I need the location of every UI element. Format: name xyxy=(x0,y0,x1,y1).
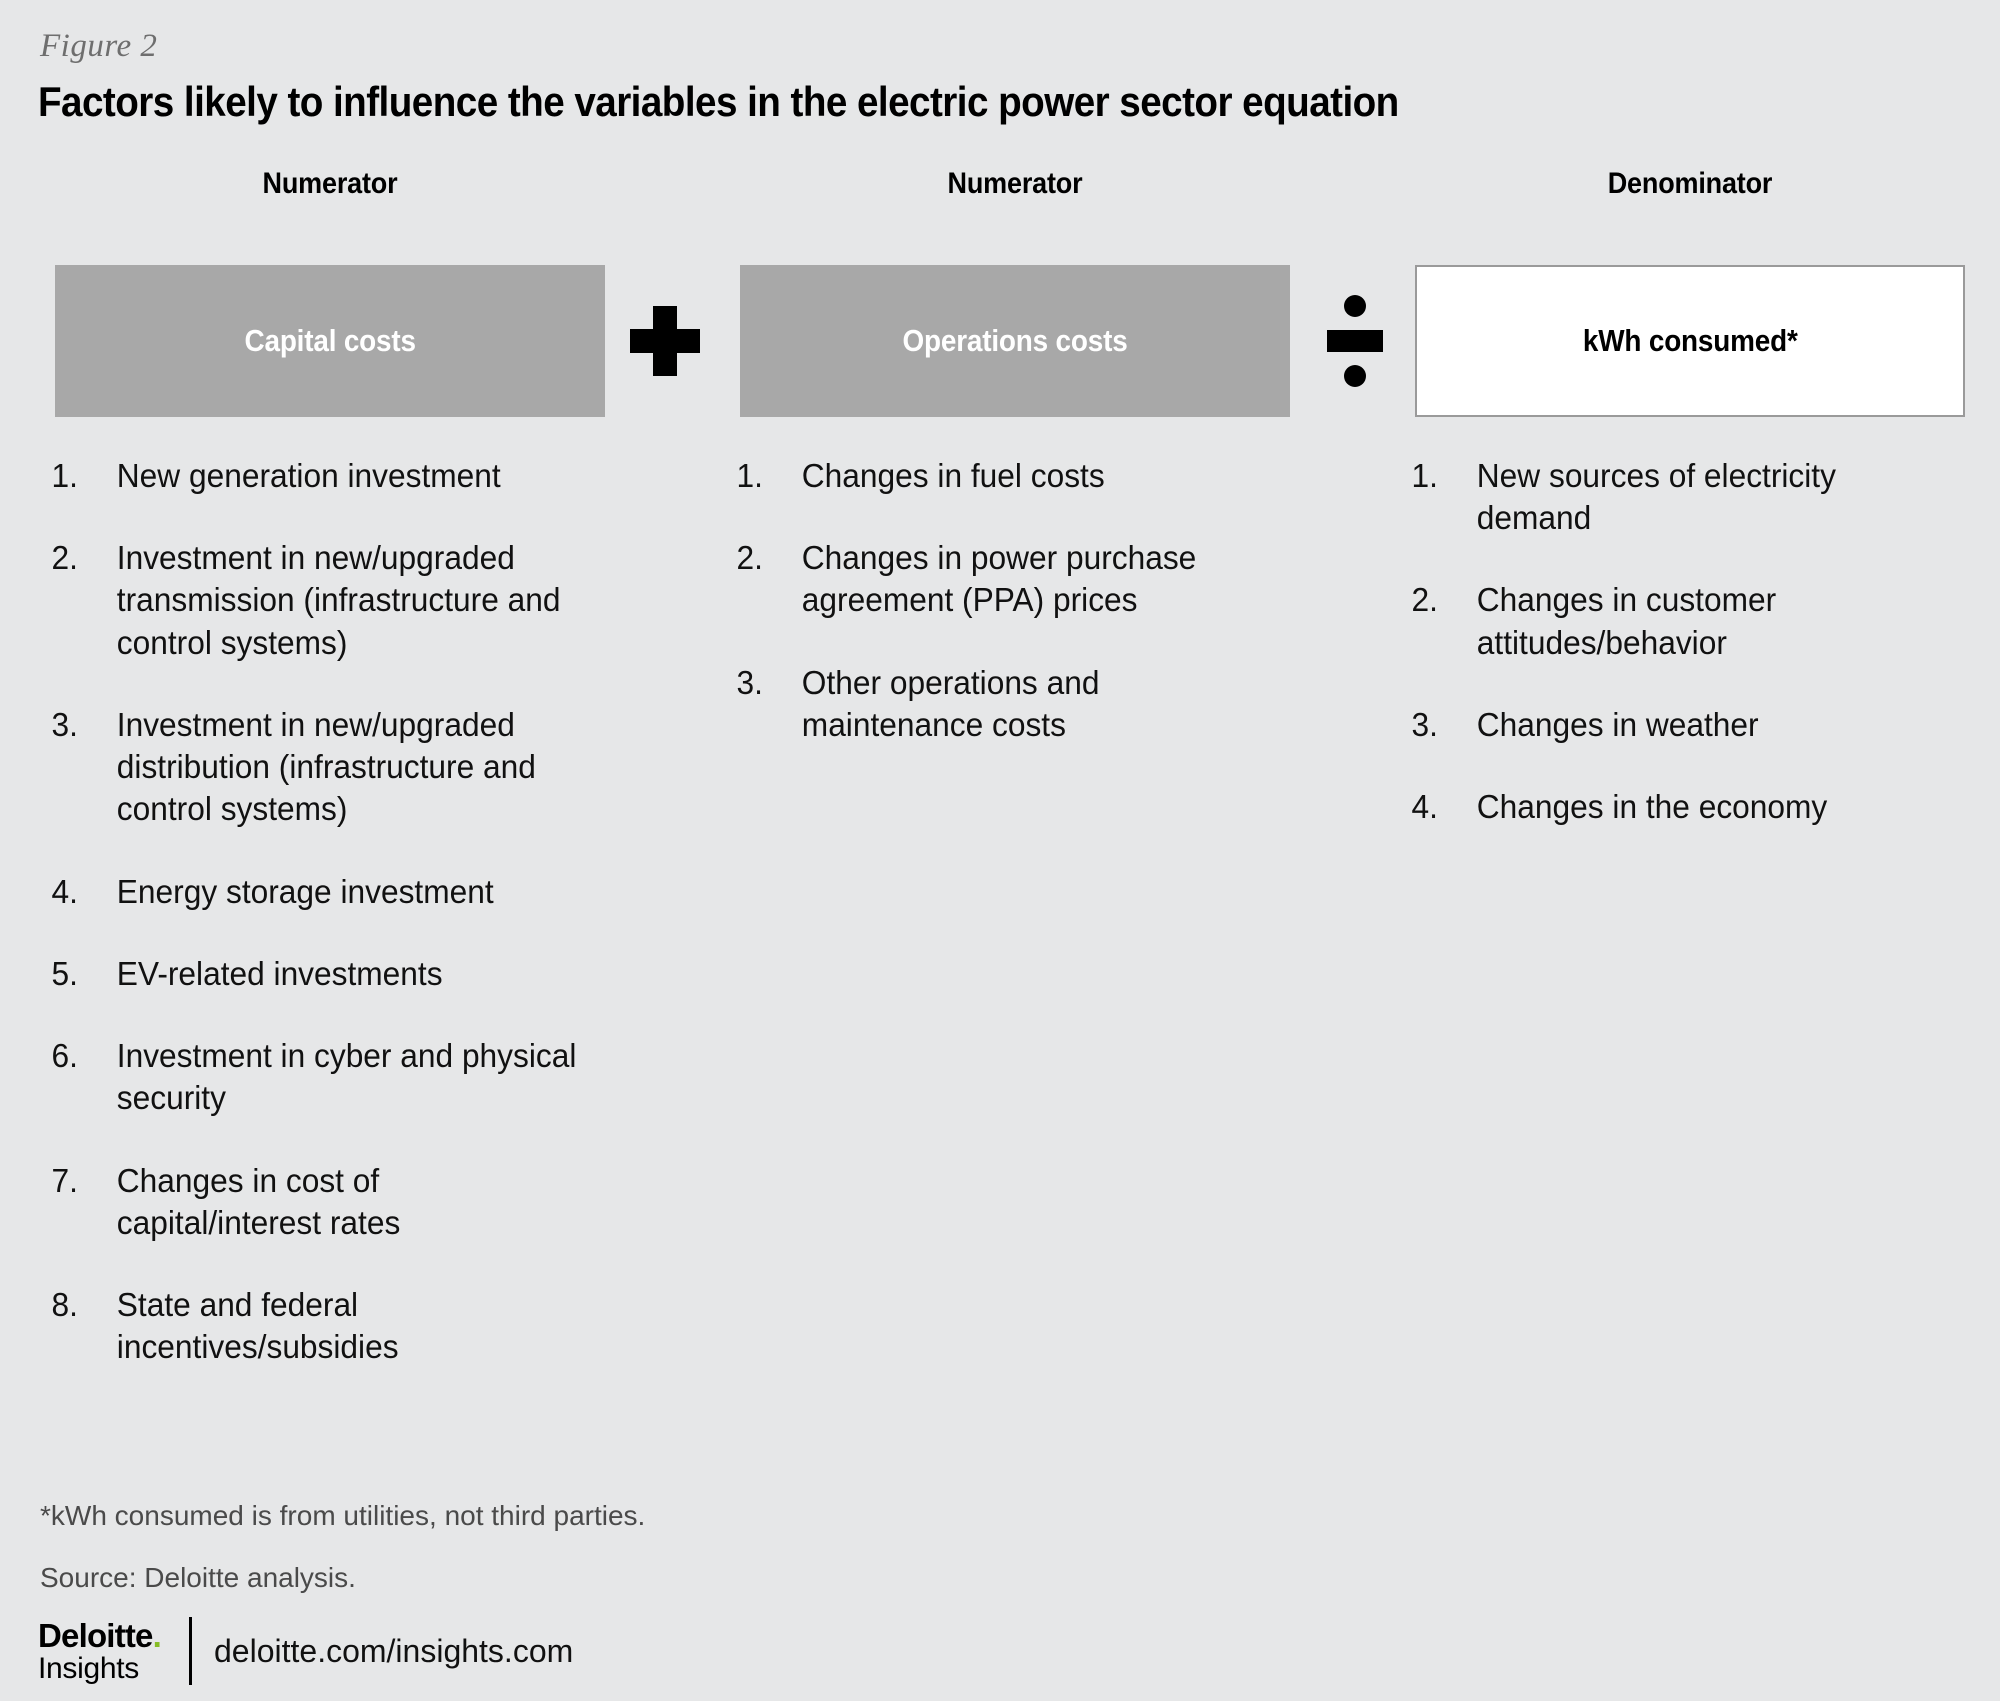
list-item-label: Changes in fuel costs xyxy=(801,457,1105,494)
divide-operator-icon xyxy=(1300,265,1410,417)
figure-title: Factors likely to influence the variable… xyxy=(38,78,1399,125)
list-item-label: Changes in cost of capital/interest rate… xyxy=(116,1161,401,1241)
list-item: 6. Investment in cyber and physical secur… xyxy=(40,1035,578,1119)
list-item-label: Investment in new/upgraded transmission … xyxy=(116,539,561,661)
brand-divider xyxy=(189,1617,192,1685)
brand-insights-text: Insights xyxy=(38,1651,139,1685)
list-item-number: 6. xyxy=(51,1037,78,1075)
list-item-label: Changes in weather xyxy=(1476,705,1759,743)
list-item-number: 4. xyxy=(51,872,78,910)
list-item: 2. Changes in customer attitudes/behavior xyxy=(1400,579,1909,663)
equation-box-label-2: Operations costs xyxy=(902,323,1128,358)
list-item-label: Changes in the economy xyxy=(1476,788,1828,826)
source-note: Source: Deloitte analysis. xyxy=(40,1562,356,1593)
divide-icon xyxy=(1327,295,1383,387)
list-item-label: New sources of electricity demand xyxy=(1476,457,1836,537)
equation-box-operations-costs: Operations costs xyxy=(740,265,1290,417)
brand-deloitte-text: Deloitte xyxy=(38,1616,153,1654)
equation-box-label-1: Capital costs xyxy=(244,323,416,358)
list-item-number: 2. xyxy=(1411,581,1438,619)
equation-box-kwh-consumed: kWh consumed* xyxy=(1415,265,1965,417)
divide-dot-bottom xyxy=(1344,365,1366,387)
list-item-label: Changes in customer attitudes/behavior xyxy=(1476,581,1777,661)
factor-list-operations-costs: 1. Changes in fuel costs 2. Changes in pow… xyxy=(725,455,1265,786)
list-item: 3. Other operations and maintenance costs xyxy=(725,662,1243,746)
list-item: 8. State and federal incentives/subsidies xyxy=(40,1284,578,1368)
figure-label: Figure 2 xyxy=(40,28,158,64)
brand-primary-line: Deloitte. xyxy=(38,1616,162,1654)
list-item-number: 4. xyxy=(1411,788,1438,826)
list-item-number: 8. xyxy=(51,1286,78,1324)
list-item-number: 2. xyxy=(51,539,78,577)
plus-operator-icon xyxy=(610,265,720,417)
list-item: 4. Changes in the economy xyxy=(1400,786,1909,828)
list-item: 3. Investment in new/upgraded distributio… xyxy=(40,704,578,831)
factor-list-capital-costs: 1. New generation investment 2. Investment… xyxy=(40,455,600,1409)
list-item-number: 3. xyxy=(736,663,763,701)
list-item-number: 3. xyxy=(1411,705,1438,743)
factor-list-kwh-consumed: 1. New sources of electricity demand 2. Ch… xyxy=(1400,455,1930,868)
footnote: *kWh consumed is from utilities, not thi… xyxy=(40,1500,646,1531)
list-item-label: Investment in cyber and physical securit… xyxy=(116,1037,577,1117)
equation-row: Numerator Capital costs Numerator Operat… xyxy=(0,167,2000,417)
list-item-label: Other operations and maintenance costs xyxy=(801,663,1100,743)
list-item-number: 1. xyxy=(51,457,78,494)
list-item: 3. Changes in weather xyxy=(1400,704,1909,746)
list-item: 5. EV-related investments xyxy=(40,953,578,995)
list-item-number: 2. xyxy=(736,539,763,577)
equation-box-capital-costs: Capital costs xyxy=(55,265,605,417)
column-role-label-3: Denominator xyxy=(1607,167,1773,200)
plus-icon xyxy=(630,306,700,376)
column-role-label-1: Numerator xyxy=(262,167,398,200)
equation-box-label-3: kWh consumed* xyxy=(1582,323,1798,358)
list-item: 1. New generation investment xyxy=(40,455,578,497)
list-item: 2. Investment in new/upgraded transmissio… xyxy=(40,537,578,664)
list-item: 7. Changes in cost of capital/interest ra… xyxy=(40,1160,578,1244)
divide-bar xyxy=(1327,330,1383,352)
divide-dot-top xyxy=(1344,295,1366,317)
list-item: 1. New sources of electricity demand xyxy=(1400,455,1909,539)
deloitte-insights-logo: Deloitte. Insights deloitte.com/insights… xyxy=(38,1617,573,1685)
brand-wordmark: Deloitte. Insights xyxy=(38,1616,162,1685)
list-item-number: 1. xyxy=(736,457,763,494)
list-item-label: Energy storage investment xyxy=(116,872,494,910)
list-item-label: New generation investment xyxy=(116,457,501,494)
list-item-label: EV-related investments xyxy=(116,954,443,992)
list-item-label: Changes in power purchase agreement (PPA… xyxy=(801,539,1197,619)
list-item: 1. Changes in fuel costs xyxy=(725,455,1243,497)
list-item-number: 7. xyxy=(51,1161,78,1199)
list-item-label: Investment in new/upgraded distribution … xyxy=(116,705,536,828)
brand-url: deloitte.com/insights.com xyxy=(214,1632,574,1669)
column-role-label-2: Numerator xyxy=(947,167,1083,200)
list-item: 2. Changes in power purchase agreement (P… xyxy=(725,537,1243,621)
list-item-number: 5. xyxy=(51,954,78,992)
brand-green-dot: . xyxy=(152,1616,162,1654)
list-item: 4. Energy storage investment xyxy=(40,871,578,913)
list-item-label: State and federal incentives/subsidies xyxy=(116,1286,399,1366)
list-item-number: 3. xyxy=(51,705,78,743)
list-item-number: 1. xyxy=(1411,457,1438,494)
